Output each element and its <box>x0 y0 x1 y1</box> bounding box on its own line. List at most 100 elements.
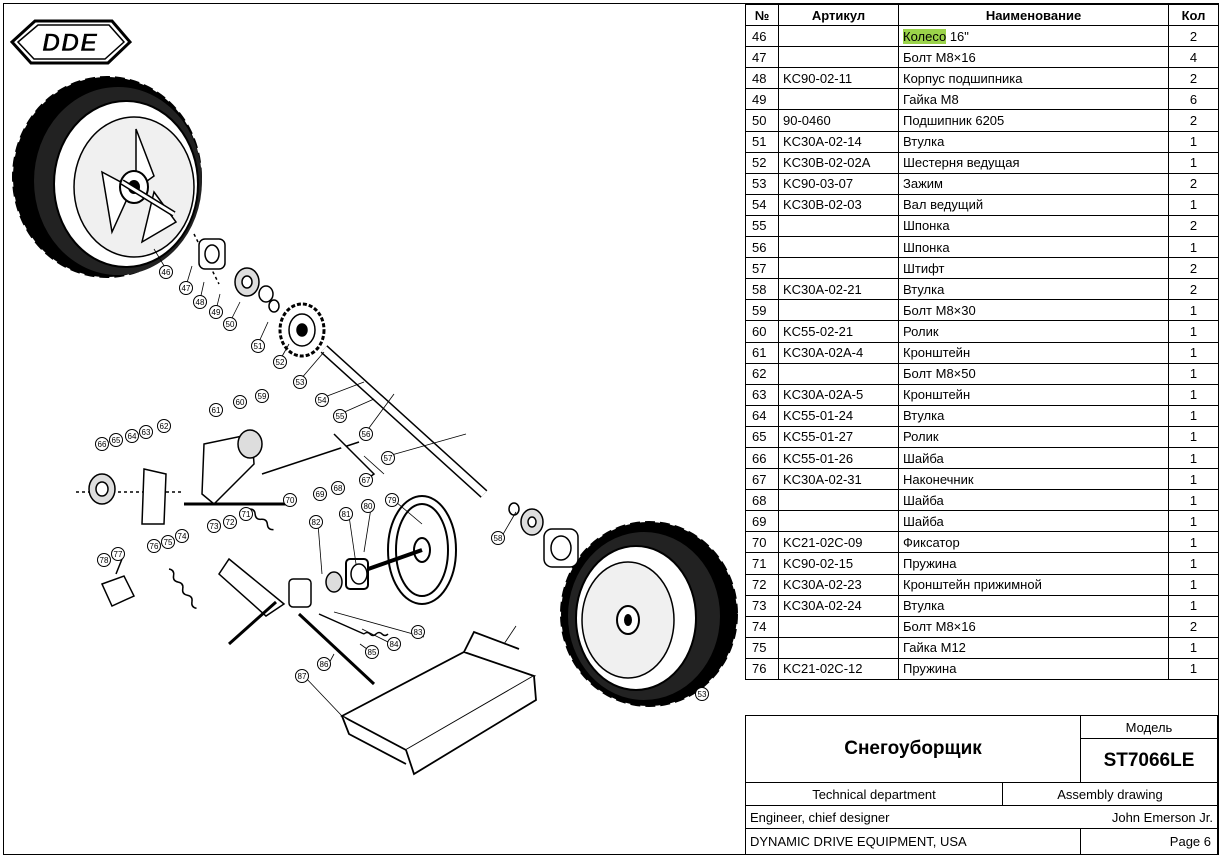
svg-text:69: 69 <box>316 490 325 499</box>
part-number: 68 <box>745 489 779 512</box>
part-number: 48 <box>745 67 779 90</box>
part-name: Ролик <box>898 320 1169 343</box>
part-name: Шпонка <box>898 236 1169 259</box>
svg-text:87: 87 <box>298 672 307 681</box>
part-name: Кронштейн прижимной <box>898 573 1169 596</box>
tensioner-assembly <box>76 429 376 686</box>
callout-83: 83 <box>411 625 425 639</box>
svg-text:56: 56 <box>362 430 371 439</box>
article-code: KC55-01-26 <box>778 446 899 470</box>
svg-text:79: 79 <box>388 496 397 505</box>
article-code <box>778 636 899 659</box>
article-code: KC30A-02-24 <box>778 594 899 617</box>
part-number: 53 <box>745 172 779 195</box>
quantity: 1 <box>1168 151 1219 174</box>
article-code: KC30B-02-03 <box>778 193 899 216</box>
part-number: 54 <box>745 193 779 216</box>
part-name: Шайба <box>898 446 1169 470</box>
svg-text:76: 76 <box>150 542 159 551</box>
page-number: Page 6 <box>1080 828 1218 855</box>
svg-text:52: 52 <box>276 358 285 367</box>
svg-text:63: 63 <box>142 428 151 437</box>
article-code <box>778 362 899 385</box>
right-hub-parts <box>508 502 579 568</box>
part-number: 52 <box>745 151 779 174</box>
article-code: KC21-02C-12 <box>778 657 899 681</box>
part-name: Болт М8×50 <box>898 362 1169 385</box>
part-name: Пружина <box>898 657 1169 681</box>
quantity: 6 <box>1168 88 1219 111</box>
quantity: 1 <box>1168 446 1219 470</box>
title-block: Снегоуборщик Модель ST7066LE Technical d… <box>745 715 1218 855</box>
part-number: 75 <box>745 636 779 659</box>
quantity: 2 <box>1168 214 1219 238</box>
article-code <box>778 88 899 111</box>
article-code: 90-0460 <box>778 109 899 132</box>
upper-hub-parts <box>193 233 488 498</box>
part-number: 56 <box>745 236 779 259</box>
signature-row: Engineer, chief designer John Emerson Jr… <box>745 805 1218 829</box>
article-code: KC90-03-07 <box>778 172 899 195</box>
svg-text:85: 85 <box>368 648 377 657</box>
article-code <box>778 46 899 69</box>
part-name: Вал ведущий <box>898 193 1169 216</box>
callout-55: 55 <box>333 409 347 423</box>
svg-text:77: 77 <box>114 550 123 559</box>
part-name: Фиксатор <box>898 531 1169 554</box>
part-number: 49 <box>745 88 779 111</box>
svg-text:55: 55 <box>336 412 345 421</box>
part-name: Втулка <box>898 130 1169 153</box>
callout-50: 50 <box>223 317 237 331</box>
article-code: KC55-01-24 <box>778 404 899 427</box>
quantity: 2 <box>1168 278 1219 301</box>
callout-58: 58 <box>491 531 505 545</box>
svg-text:84: 84 <box>390 640 399 649</box>
svg-text:53: 53 <box>296 378 305 387</box>
logo-text: DDE <box>42 29 98 57</box>
callout-65: 65 <box>109 433 123 447</box>
quantity: 1 <box>1168 425 1219 448</box>
quantity: 1 <box>1168 531 1219 554</box>
callout-67: 67 <box>359 473 373 487</box>
svg-text:51: 51 <box>254 342 263 351</box>
callout-71: 71 <box>239 507 253 521</box>
part-number: 57 <box>745 257 779 280</box>
document-type: Assembly drawing <box>1002 782 1218 806</box>
svg-text:54: 54 <box>318 396 327 405</box>
article-code: KC30B-02-02A <box>778 151 899 174</box>
svg-text:70: 70 <box>286 496 295 505</box>
article-code: KC90-02-11 <box>778 67 899 90</box>
part-name: Зажим <box>898 172 1169 195</box>
quantity: 1 <box>1168 383 1219 406</box>
article-code <box>778 299 899 322</box>
svg-text:60: 60 <box>236 398 245 407</box>
callout-59: 59 <box>255 389 269 403</box>
part-name: Гайка М12 <box>898 636 1169 659</box>
part-name: Шестерня ведущая <box>898 151 1169 174</box>
part-name: Кронштейн <box>898 341 1169 364</box>
callout-57: 57 <box>381 451 395 465</box>
quantity: 2 <box>1168 67 1219 90</box>
part-name: Втулка <box>898 278 1169 301</box>
company-name: DYNAMIC DRIVE EQUIPMENT, USA <box>745 828 1081 855</box>
part-number: 70 <box>745 531 779 554</box>
callout-75: 75 <box>161 535 175 549</box>
svg-text:47: 47 <box>182 284 191 293</box>
callout-76: 76 <box>147 539 161 553</box>
quantity: 1 <box>1168 236 1219 259</box>
callout-73: 73 <box>207 519 221 533</box>
part-name: Втулка <box>898 594 1169 617</box>
col-header-article: Артикул <box>778 3 899 27</box>
callout-68: 68 <box>331 481 345 495</box>
quantity: 1 <box>1168 130 1219 153</box>
